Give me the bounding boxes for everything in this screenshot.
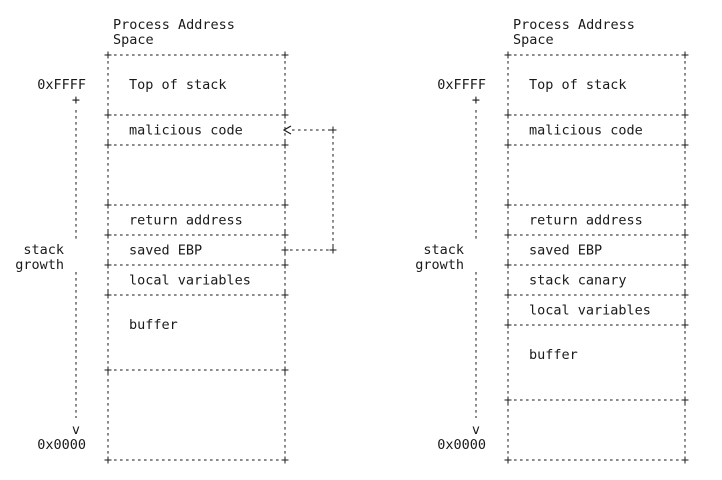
- bottom-address: 0x0000: [437, 437, 486, 453]
- stack-region-label: return address: [129, 213, 243, 229]
- corner-marker: [104, 366, 112, 374]
- bottom-address: 0x0000: [37, 437, 86, 453]
- top-address: 0xFFFF: [37, 77, 86, 93]
- corner-marker: [281, 231, 289, 239]
- axis-label: stack: [23, 242, 64, 258]
- corner-marker: [504, 321, 512, 329]
- corner-marker: [104, 456, 112, 464]
- diagram-title: Process Address: [113, 17, 235, 33]
- stack-region-label: saved EBP: [529, 243, 602, 259]
- stack-region-label: return address: [529, 213, 643, 229]
- corner-marker: [281, 201, 289, 209]
- corner-marker: [281, 291, 289, 299]
- stack-region-label: stack canary: [529, 273, 627, 289]
- arrow-head-icon: [282, 125, 292, 135]
- corner-marker: [281, 246, 289, 254]
- corner-marker: [504, 231, 512, 239]
- corner-marker: [681, 396, 689, 404]
- corner-marker: [681, 201, 689, 209]
- corner-marker: [504, 291, 512, 299]
- stack-region-label: Top of stack: [529, 77, 627, 93]
- diagram-title: Space: [513, 32, 554, 48]
- corner-marker: [681, 111, 689, 119]
- growth-arrow-head: +: [472, 92, 480, 108]
- stack-region-label: local variables: [129, 273, 251, 289]
- corner-marker: [504, 261, 512, 269]
- diagram-title: Process Address: [513, 17, 635, 33]
- axis-label: growth: [415, 257, 464, 273]
- corner-marker: [281, 51, 289, 59]
- corner-marker: [681, 321, 689, 329]
- corner-marker: [329, 126, 337, 134]
- stack-region-label: Top of stack: [129, 77, 227, 93]
- corner-marker: [504, 141, 512, 149]
- overwrite-jump-arrow: [281, 125, 337, 254]
- corner-marker: [104, 261, 112, 269]
- corner-marker: [681, 456, 689, 464]
- corner-marker: [681, 261, 689, 269]
- stack-region-label: malicious code: [129, 123, 243, 139]
- corner-marker: [504, 51, 512, 59]
- diagram-title: Space: [113, 32, 154, 48]
- corner-marker: [281, 261, 289, 269]
- corner-marker: [104, 201, 112, 209]
- corner-marker: [104, 111, 112, 119]
- growth-arrow-tail: v: [472, 422, 480, 438]
- corner-marker: [281, 111, 289, 119]
- corner-marker: [504, 111, 512, 119]
- corner-marker: [104, 291, 112, 299]
- corner-marker: [281, 141, 289, 149]
- stack-region-label: buffer: [129, 317, 178, 333]
- stack-region-label: saved EBP: [129, 243, 202, 259]
- axis-label: growth: [15, 257, 64, 273]
- corner-marker: [504, 396, 512, 404]
- corner-marker: [281, 366, 289, 374]
- corner-marker: [504, 201, 512, 209]
- corner-marker: [281, 456, 289, 464]
- stack-region-label: buffer: [529, 347, 578, 363]
- top-address: 0xFFFF: [437, 77, 486, 93]
- growth-arrow-tail: v: [72, 422, 80, 438]
- axis-label: stack: [423, 242, 464, 258]
- corner-marker: [504, 456, 512, 464]
- stack-region-label: local variables: [529, 303, 651, 319]
- corner-marker: [104, 51, 112, 59]
- stack-region-label: malicious code: [529, 123, 643, 139]
- corner-marker: [681, 51, 689, 59]
- corner-marker: [681, 291, 689, 299]
- growth-arrow-head: +: [72, 92, 80, 108]
- corner-marker: [104, 141, 112, 149]
- corner-marker: [681, 231, 689, 239]
- corner-marker: [104, 231, 112, 239]
- corner-marker: [329, 246, 337, 254]
- corner-marker: [681, 141, 689, 149]
